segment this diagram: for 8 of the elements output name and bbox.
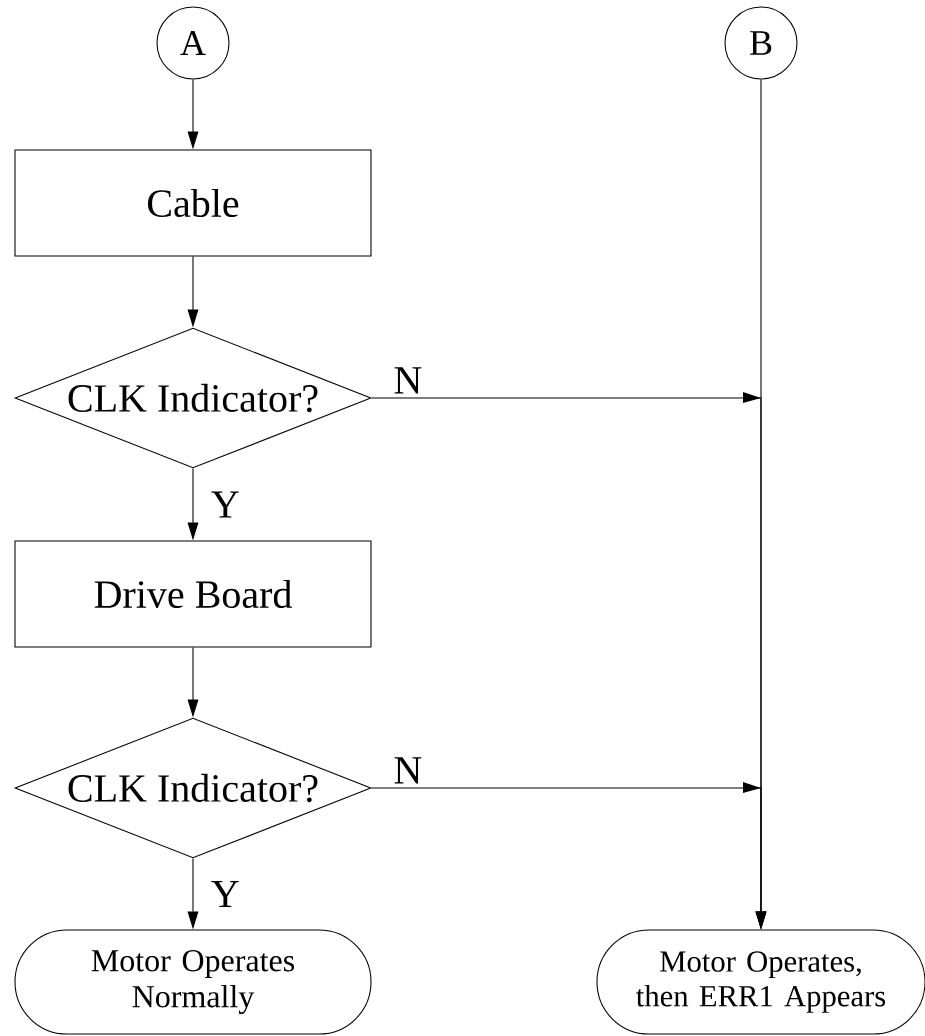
terminal-box: Motor Operates Normally <box>14 929 372 1035</box>
edge-label: Y <box>211 491 239 518</box>
process-box: Cable <box>14 149 372 257</box>
edge-label: Y <box>211 880 239 908</box>
edge-label: N <box>394 367 422 394</box>
terminal-box: Motor Operates, then ERR1 Appears <box>596 929 925 1035</box>
process-box: Drive Board <box>14 540 372 648</box>
edge-label: N <box>394 757 422 784</box>
